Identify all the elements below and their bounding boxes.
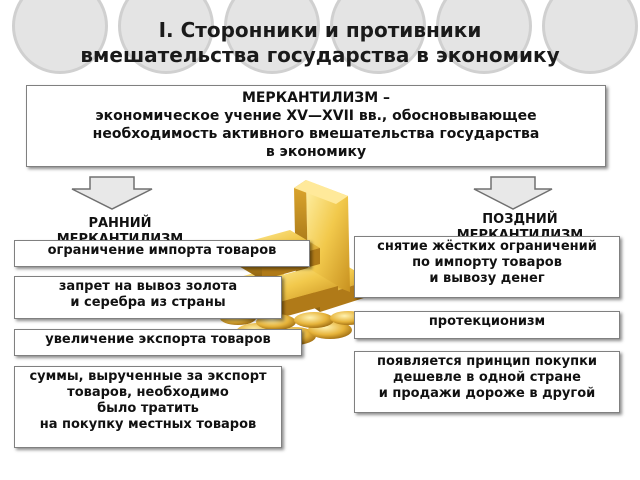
item-text: появляется принцип покупки	[376, 354, 598, 369]
slide-title: I. Сторонники и противники вмешательства…	[0, 18, 640, 68]
late-item-buy-cheap-sell-dear: появляется принцип покупки дешевле в одн…	[354, 351, 620, 413]
item-text: ограничение импорта товаров	[47, 243, 277, 258]
definition-term: МЕРКАНТИЛИЗМ –	[241, 90, 391, 106]
item-text: дешевле в одной стране	[393, 370, 581, 385]
definition-text: необходимость активного вмешательства го…	[92, 126, 540, 142]
label-line: ПОЗДНИЙ	[482, 212, 558, 227]
item-text: запрет на вывоз золота	[58, 279, 238, 294]
item-text: и продажи дороже в другой	[378, 386, 596, 401]
item-text: суммы, вырученные за экспорт	[29, 369, 267, 384]
late-item-lifting-restrictions: снятие жёстких ограничений по импорту то…	[354, 236, 620, 298]
early-item-local-spending: суммы, вырученные за экспорт товаров, не…	[14, 366, 282, 448]
early-item-import-restriction: ограничение импорта товаров	[14, 240, 310, 267]
decor-circle	[12, 0, 108, 74]
item-text: товаров, необходимо	[67, 385, 229, 400]
down-arrow-icon	[71, 176, 153, 210]
decor-circle	[224, 0, 320, 74]
late-item-protectionism: протекционизм	[354, 311, 620, 339]
item-text: увеличение экспорта товаров	[45, 332, 271, 347]
item-text: и серебра из страны	[70, 295, 226, 310]
item-text: на покупку местных товаров	[39, 417, 257, 432]
label-line: РАННИЙ	[88, 216, 152, 231]
decor-circle	[118, 0, 214, 74]
early-item-export-ban: запрет на вывоз золота и серебра из стра…	[14, 276, 282, 319]
item-text: протекционизм	[428, 314, 546, 329]
definition-text: в экономику	[265, 144, 367, 160]
decor-circle	[436, 0, 532, 74]
decor-circle	[330, 0, 426, 74]
item-text: было тратить	[97, 401, 199, 416]
item-text: и вывозу денег	[429, 271, 545, 286]
slide-title-line: вмешательства государства в экономику	[80, 43, 560, 67]
item-text: снятие жёстких ограничений	[377, 239, 597, 254]
early-item-export-increase: увеличение экспорта товаров	[14, 329, 302, 356]
slide-title-line: I. Сторонники и противники	[158, 18, 482, 42]
item-text: по импорту товаров	[412, 255, 562, 270]
definition-text: экономическое учение XV—XVII вв., обосно…	[95, 108, 537, 124]
definition-box: МЕРКАНТИЛИЗМ – экономическое учение XV—X…	[26, 85, 606, 167]
decor-circle	[542, 0, 638, 74]
down-arrow-icon	[473, 176, 553, 210]
